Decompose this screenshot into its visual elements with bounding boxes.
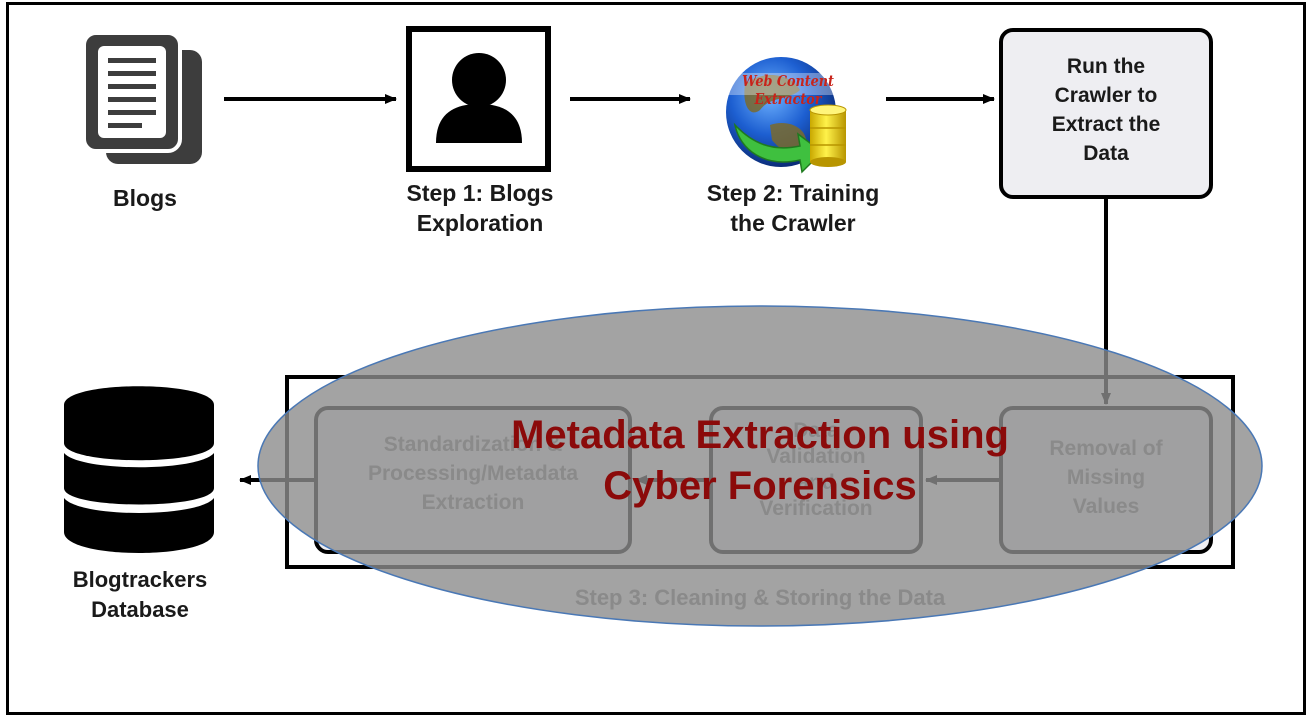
overlay-title: Metadata Extraction using Cyber Forensic…	[511, 413, 1009, 508]
run-crawler-label: Run the Crawler to Extract the Data	[1051, 55, 1161, 165]
standardization-label: Standardization & Processing/Metadata Ex…	[367, 433, 579, 514]
run-crawler-box	[999, 28, 1213, 199]
diagram-frame	[6, 2, 1306, 715]
database-icon	[64, 386, 214, 553]
web-content-extractor-logo	[708, 57, 868, 174]
overlay-ellipse	[257, 305, 1263, 627]
database-label: Blogtrackers Database	[72, 567, 208, 622]
web-content-extractor-logo-text: Web Content Extractor	[742, 72, 834, 108]
step2-label: Step 2: Training the Crawler	[706, 180, 880, 236]
step1-user-icon	[406, 26, 551, 172]
step1-label: Step 1: Blogs Exploration	[406, 180, 554, 236]
validation-label: Data Validation and Verification	[759, 419, 873, 520]
blogs-document-icon	[82, 31, 202, 164]
step3-caption: Step 3: Cleaning & Storing the Data	[574, 585, 946, 610]
removal-label: Removal of Missing Values	[1049, 437, 1163, 518]
blogs-label: Blogs	[113, 185, 177, 211]
